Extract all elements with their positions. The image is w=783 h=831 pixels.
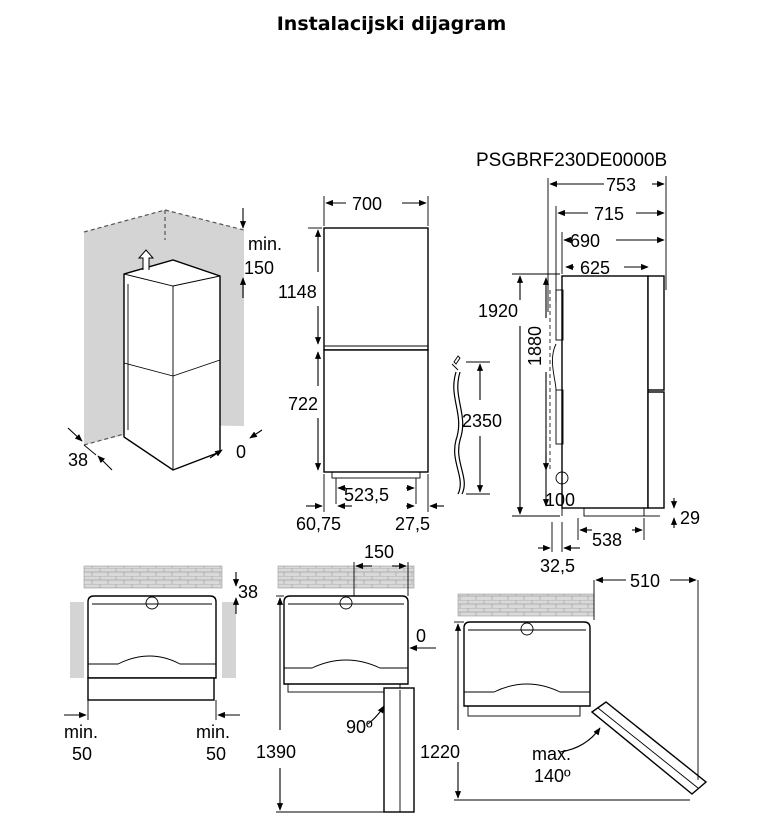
niche-left-gap: 38 xyxy=(68,450,88,470)
page-title: Instalacijski dijagram xyxy=(276,13,507,35)
plan1-cabinet xyxy=(87,595,217,679)
side-upper-door xyxy=(647,275,665,391)
niche-figure: min. 150 38 0 xyxy=(67,208,282,471)
model-number: PSGBRF230DE0000B xyxy=(476,150,667,171)
side-rear-offset: 32,5 xyxy=(540,556,575,576)
plan-view-door-90: 150 0 90º 1390 xyxy=(256,542,436,813)
front-upper-door xyxy=(323,227,429,351)
front-upper-height: 1148 xyxy=(278,282,317,302)
plan2-depth: 1390 xyxy=(256,742,296,762)
plan1-rear-gap: 38 xyxy=(238,582,258,602)
side-depth-753: 753 xyxy=(606,175,636,195)
plan2-angle: 90º xyxy=(346,717,373,737)
front-base-width: 523,5 xyxy=(344,485,389,505)
plan1-left-value: 50 xyxy=(72,744,92,764)
side-depth-690: 690 xyxy=(570,231,600,251)
plan2-open-door xyxy=(383,687,415,813)
plan2-hinge-offset: 150 xyxy=(364,542,394,562)
plan3-cabinet xyxy=(463,621,591,707)
niche-top-gap-label: min. xyxy=(248,234,282,254)
plan3-open-door xyxy=(590,701,708,795)
front-view: 700 1148 722 523,5 60,75 27,5 xyxy=(278,194,444,534)
side-body-height: 1880 xyxy=(525,326,545,366)
plan2-side-gap: 0 xyxy=(416,626,426,646)
front-width: 700 xyxy=(352,194,382,214)
plan1-left-label: min. xyxy=(64,722,98,742)
cable-length: 2350 xyxy=(462,411,502,431)
plan-view-min-gaps: 38 min. 50 min. 50 xyxy=(64,565,258,764)
plan2-cabinet xyxy=(283,595,409,685)
front-left-offset: 60,75 xyxy=(296,514,341,534)
side-depth-715: 715 xyxy=(594,204,624,224)
plan-view-door-140: 510 max. 140º 1220 xyxy=(420,571,708,801)
side-plug-height: 100 xyxy=(545,490,575,510)
side-depth-625: 625 xyxy=(580,258,610,278)
plan3-depth: 1220 xyxy=(420,742,460,762)
niche-top-gap-value: 150 xyxy=(244,258,274,278)
side-view: PSGBRF230DE0000B 753 715 690 625 19 xyxy=(476,150,700,576)
side-base-depth: 538 xyxy=(592,530,622,550)
plan3-angle-value: 140º xyxy=(534,766,571,786)
plan3-open-depth: 510 xyxy=(630,571,660,591)
plan1-right-label: min. xyxy=(196,722,230,742)
plan3-angle-label: max. xyxy=(532,744,571,764)
front-right-offset: 27,5 xyxy=(395,514,430,534)
niche-right-gap: 0 xyxy=(236,442,246,462)
side-total-height: 1920 xyxy=(478,301,518,321)
side-cabinet xyxy=(561,275,649,509)
side-foot-height: 29 xyxy=(680,508,700,528)
front-lower-height: 722 xyxy=(288,394,318,414)
plan1-right-value: 50 xyxy=(206,744,226,764)
power-cable: 2350 xyxy=(451,355,502,495)
front-lower-door xyxy=(323,349,429,473)
side-lower-door xyxy=(647,391,665,509)
